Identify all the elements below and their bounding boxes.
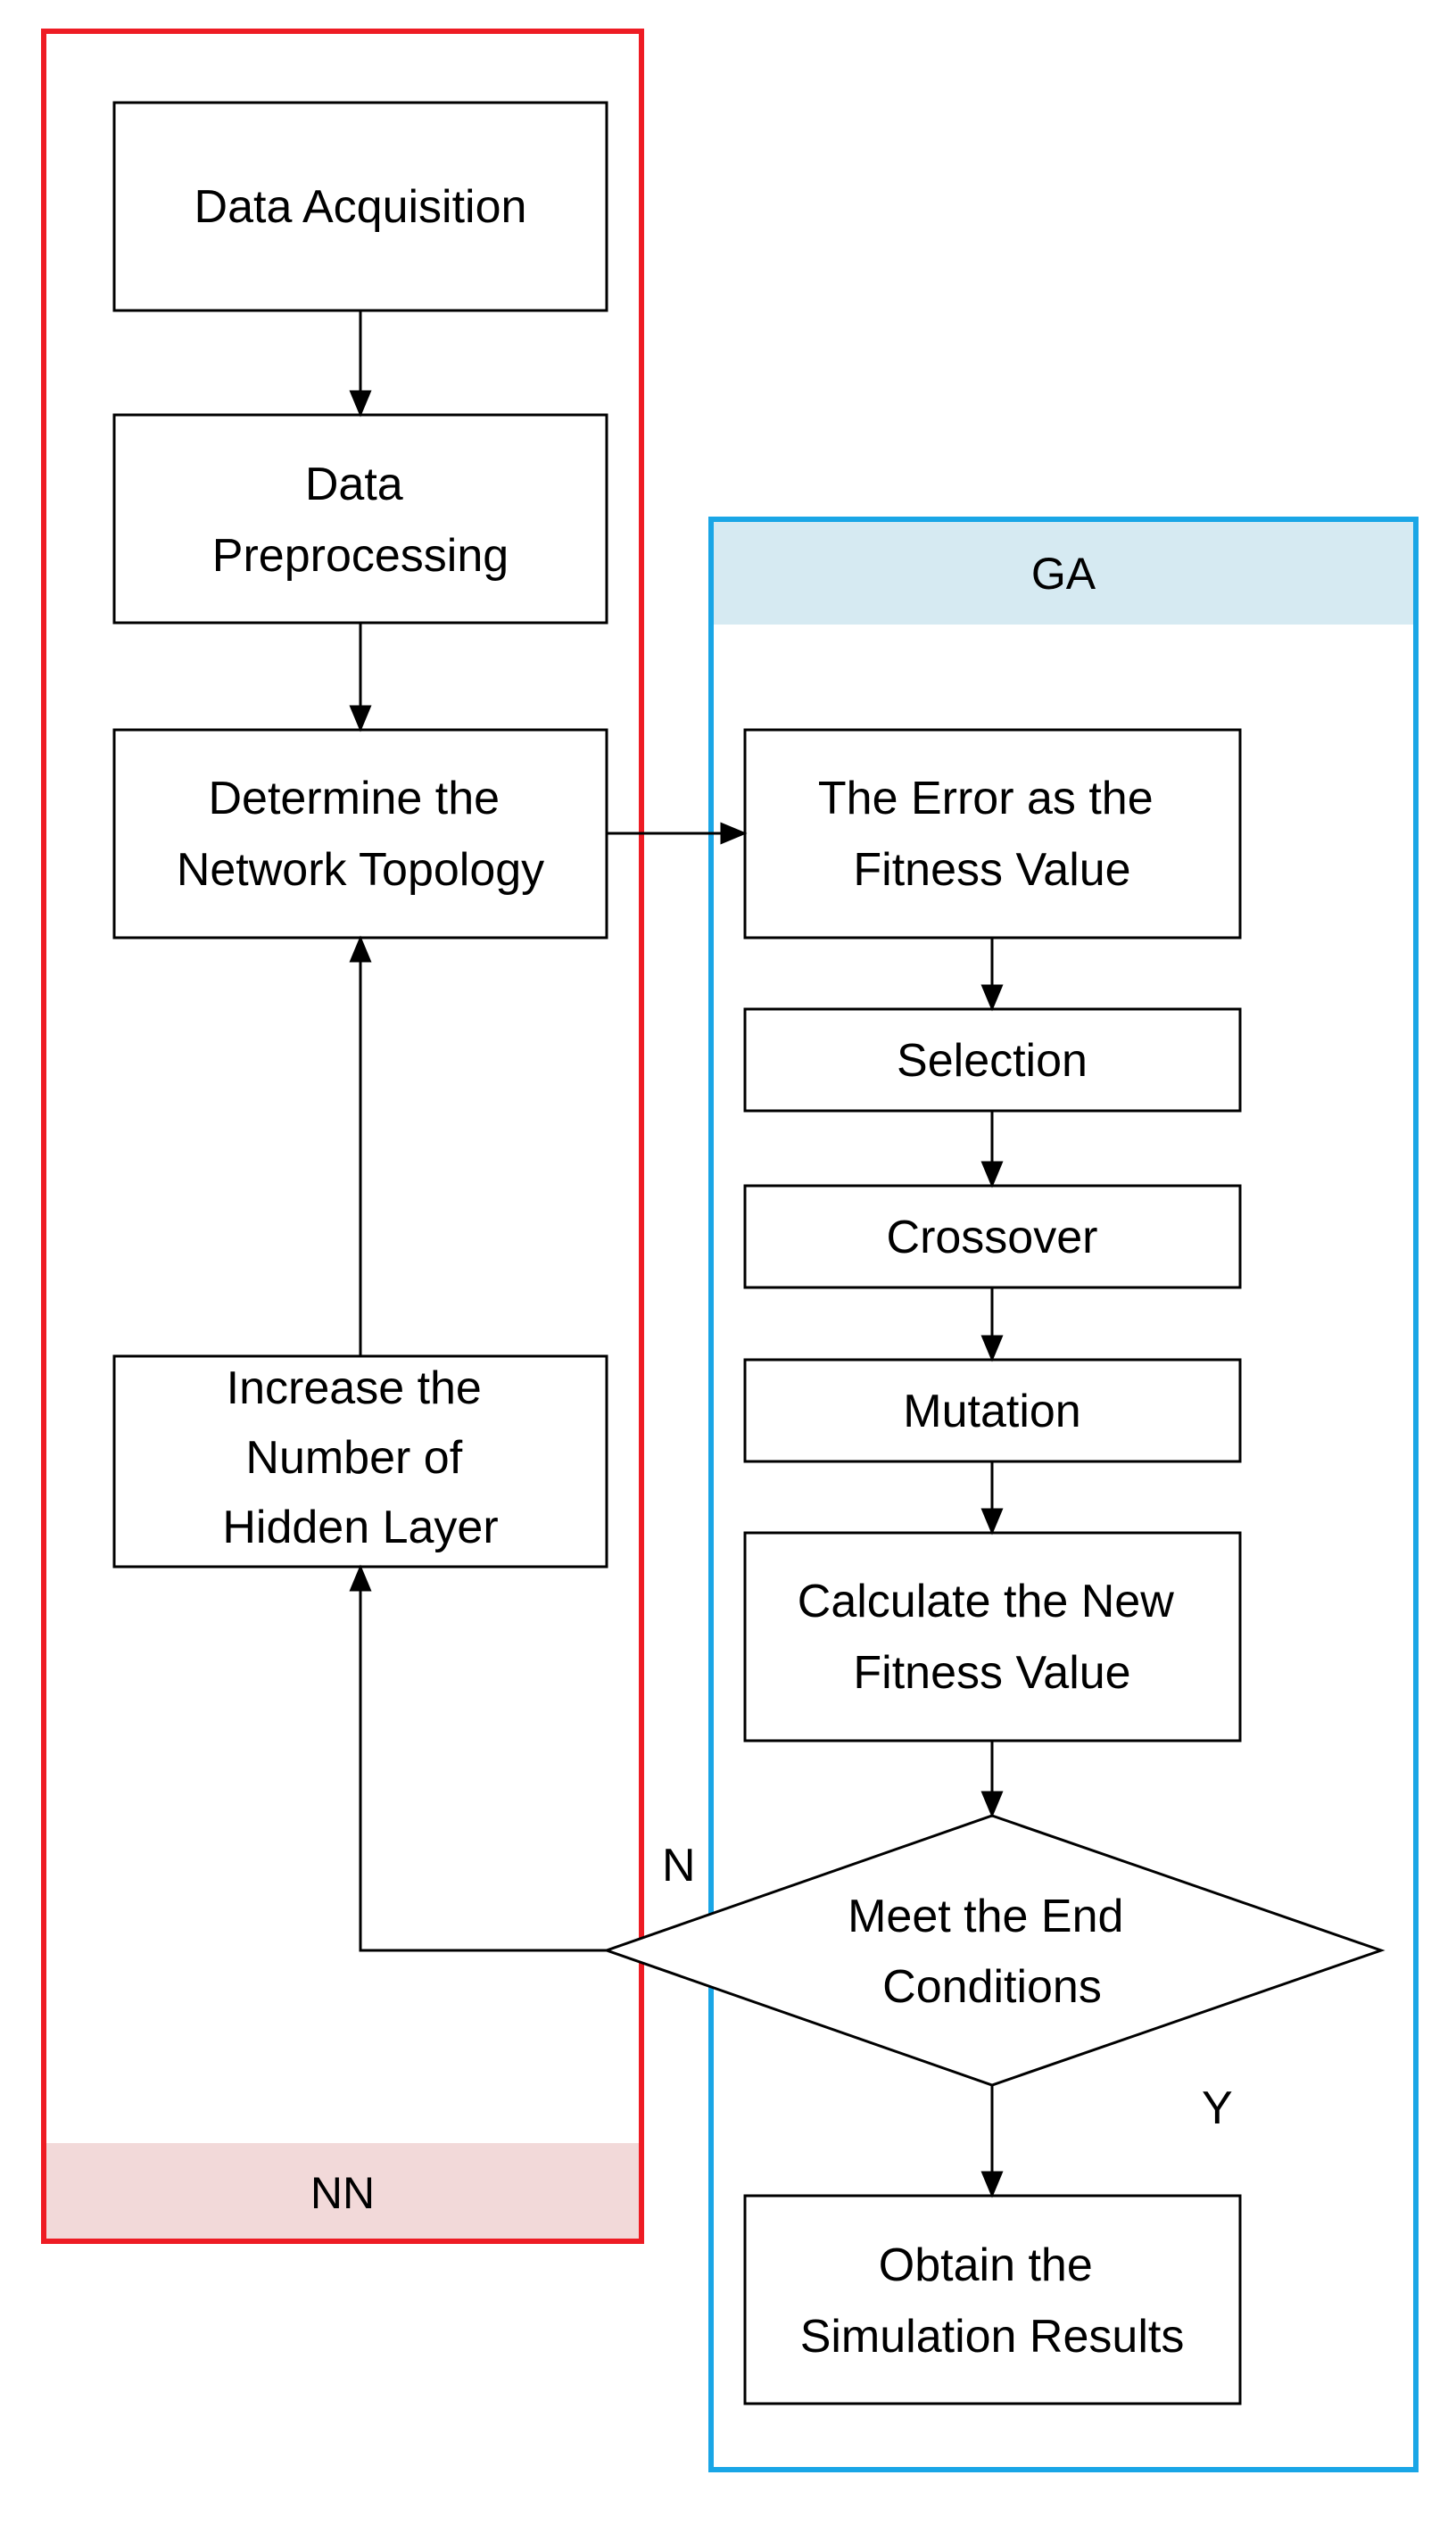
node-text-line: Determine the [208,773,500,824]
svg-text:Calculate the New Fitnes: Calculate the New Fitness Value [798,1576,1187,1699]
node-text-line: Meet the End [848,1891,1123,1942]
node-text-line: Calculate the New [798,1576,1174,1627]
node-hidden-layer: Increase the Number of Hidden Layer [112,1354,608,1569]
ga-region-border [708,517,1419,2472]
ga-region-label: GA [1031,549,1096,599]
node-text-line: Data Acquisition [194,181,527,233]
node-text-line: The Error as the [818,773,1154,824]
node-crossover: Crossover [743,1184,1242,1289]
node-fitness: The Error as the Fitness Value [743,728,1242,940]
ga-region: GA [708,517,1419,2472]
nn-region-label: NN [310,2168,375,2218]
node-network-topology: Determine the Network Topology [112,728,608,940]
node-text-line: Fitness Value [853,1647,1130,1699]
node-new-fitness: Calculate the New Fitness Value [743,1531,1242,1742]
node-text-line: Network Topology [177,844,544,896]
edge-end-conditions-to-hidden-layer [349,1564,607,1952]
svg-text:Data Acquisition: Data Acquisition [194,181,527,233]
node-text-line: Number of [245,1432,462,1484]
svg-text:Mutation: Mutation [903,1386,1080,1437]
ga-region-band [711,519,1416,625]
svg-text:The Error as the Fitness: The Error as the Fitness Value [818,773,1166,896]
node-text-line: Mutation [903,1386,1080,1437]
node-text-line: Conditions [882,1961,1102,2013]
node-text-line: Simulation Results [800,2311,1185,2363]
node-text-line: Crossover [887,1212,1098,1263]
node-text-line: Selection [897,1035,1088,1087]
svg-text:Meet the End Conditions: Meet the End Conditions [848,1891,1137,2013]
branch-label-yes: Y [1202,2082,1233,2134]
node-text-line: Fitness Value [853,844,1130,896]
nn-region-band [44,2143,641,2241]
node-mutation: Mutation [743,1358,1242,1463]
nn-region-border [41,29,644,2244]
node-text-line: Preprocessing [212,530,509,582]
node-text-line: Hidden Layer [222,1502,498,1553]
svg-text:Selection: Selection [897,1035,1088,1087]
svg-text:Crossover: Crossover [887,1212,1098,1263]
node-data-preprocessing: Data Preprocessing [112,413,608,625]
node-text-line: Increase the [227,1362,482,1414]
node-text-line: Obtain the [879,2239,1093,2291]
node-data-acquisition: Data Acquisition [112,101,608,312]
svg-text:Determine the Network To: Determine the Network Topology [177,773,544,896]
node-selection: Selection [743,1007,1242,1113]
svg-text:Obtain the Simulation Re: Obtain the Simulation Results [800,2239,1185,2363]
svg-text:Data Preprocessing: Data Preprocessing [212,459,509,582]
node-text-line: Data [305,459,403,510]
nn-region: NN [41,29,644,2244]
branch-label-no: N [662,1840,696,1891]
node-end-conditions: Meet the End Conditions [602,1814,1386,2087]
svg-text:Increase the Number of: Increase the Number of Hidden Layer [222,1362,498,1553]
node-results: Obtain the Simulation Results [743,2194,1242,2405]
